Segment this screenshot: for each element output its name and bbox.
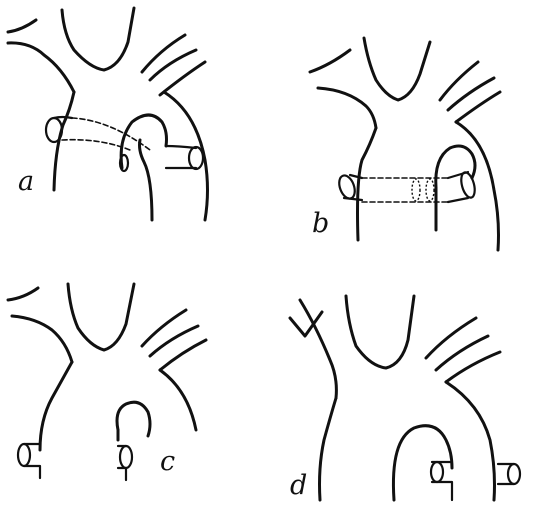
panel-d-central-trunk [346,296,414,368]
panel-b-right-branch-1 [440,62,478,100]
panel-b-graft-ring-1 [412,179,420,201]
panel-a-graft-dashed-lower [62,140,130,150]
panel-b-graft-left-opening [336,173,357,200]
panel-d-label: d [290,470,307,501]
panel-d-descending-aorta [446,382,495,500]
panel-a-central-trunk [62,8,134,70]
panel-b-graft-ring-2 [426,179,434,201]
panel-d-ascending-aorta-left [320,398,337,500]
panel-c-descending-aorta [160,370,196,430]
panel-d-left-branch-outer [300,300,336,398]
panel-d-right-branch-1 [426,318,476,358]
panel-b-central-trunk [364,38,430,100]
panel-b-left-branch-upper [310,50,350,72]
panel-a-graft-right-opening [189,147,203,169]
panel-a-label: a [18,166,34,197]
panel-b-graft-right-tube [448,172,468,202]
panel-a-left-branch-lower [8,43,74,92]
panel-c-right-stump [120,446,132,468]
panel-b-left-branch-lower [318,88,376,128]
panel-a-descending-aorta [164,92,208,220]
panel-c-left-stump-edges [24,444,40,478]
panel-c: c [8,284,206,480]
panel-d-right-stump [508,464,520,484]
panel-b-pulmonary-loop [436,146,475,188]
panel-a-left-branch-upper [8,20,36,32]
panel-c-label: c [160,446,175,477]
panel-a-ascending-aorta-right [140,140,153,220]
panel-c-right-branch-1 [142,310,186,346]
panel-d-right-stump-edges [498,464,514,484]
panel-b: b [310,38,500,250]
panel-a: a [8,8,208,220]
panel-a-graft-left-opening [46,118,62,142]
panel-c-left-stump [18,444,30,466]
panel-b-label: b [312,208,329,239]
panel-b-ascending-aorta-left [358,128,377,240]
panel-d: d [290,296,520,501]
panel-c-left-branch-lower [12,316,72,362]
panel-c-left-branch-upper [8,288,38,300]
panel-c-pulmonary-loop [117,402,150,436]
panel-a-right-branch-1 [142,35,185,72]
panel-c-ascending-aorta-left [40,362,72,450]
panel-c-central-trunk [68,284,134,350]
panel-d-left-stump [431,462,443,482]
panel-a-graft-left-edge [54,117,72,118]
